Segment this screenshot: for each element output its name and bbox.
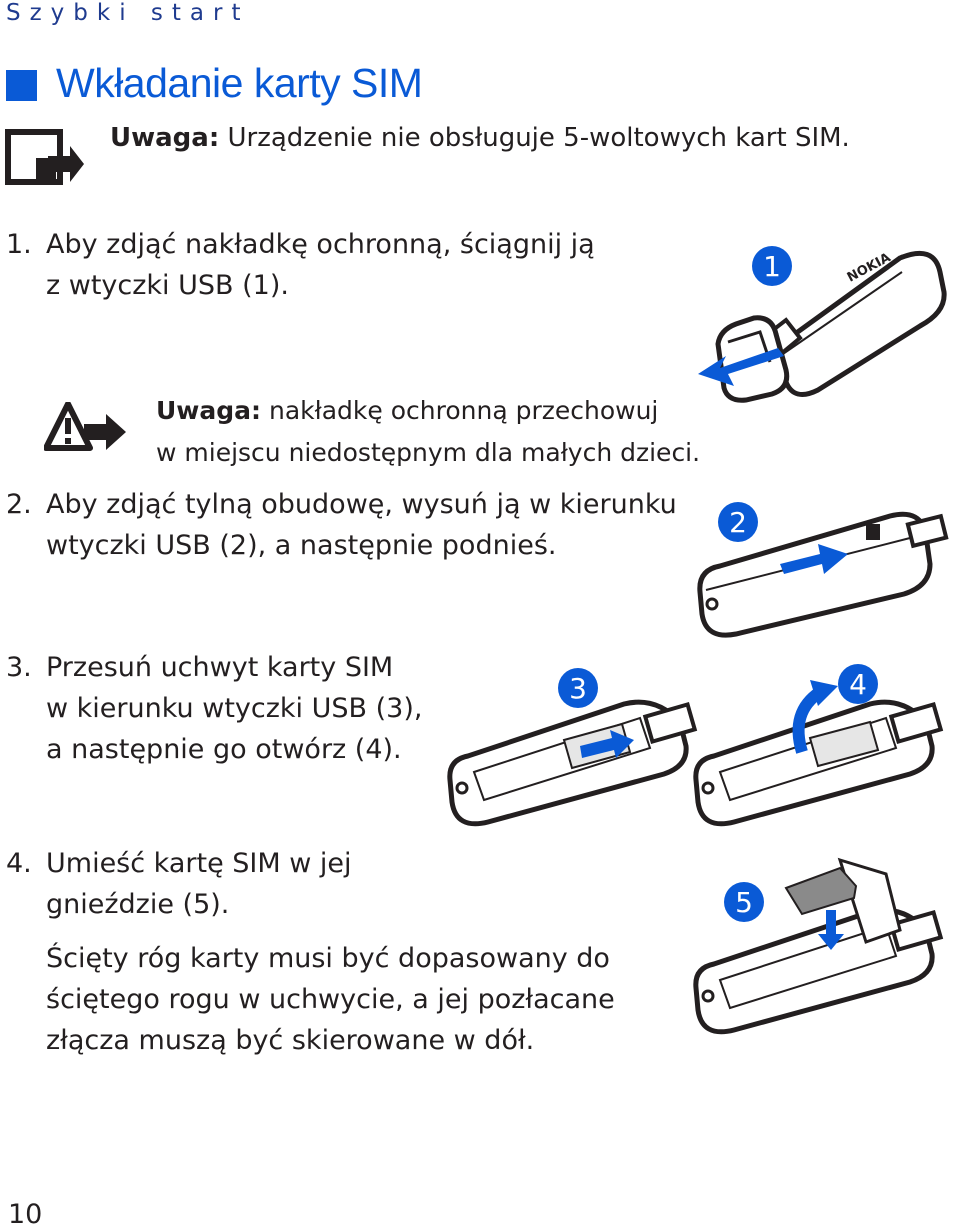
step-line: a następnie go otwórz (4). [46, 734, 402, 765]
step-line: Aby zdjąć tylną obudowę, wysuń ją w kier… [46, 489, 677, 520]
step-line: w kierunku wtyczki USB (3), [46, 693, 423, 724]
step-4-details: Ścięty róg karty musi być dopasowany do … [46, 938, 615, 1061]
badge-5-icon [724, 882, 764, 922]
warning-line: nakładkę ochronną przechowuj [261, 396, 659, 425]
step-number: 4. [6, 848, 32, 879]
step-line: Umieść kartę SIM w jej [46, 848, 352, 879]
badge-2-icon [718, 502, 758, 542]
note-icon [5, 129, 84, 185]
page-title: Wkładanie karty SIM [56, 60, 423, 106]
warning-label: Uwaga: [156, 396, 262, 425]
step-number: 1. [6, 229, 32, 260]
step-1: 1. Aby zdjąć nakładkę ochronną, ściągnij … [6, 224, 595, 306]
step-line: Aby zdjąć nakładkę ochronną, ściągnij ją [46, 229, 595, 260]
badge-1-label: 1 [763, 250, 781, 283]
step-line: gnieździe (5). [46, 889, 230, 920]
badge-3-label: 3 [569, 672, 587, 705]
detail-line: złącza muszą być skierowane w dół. [46, 1025, 535, 1056]
warning-note: Uwaga: nakładkę ochronną przechowuj w mi… [156, 390, 700, 474]
note-label: Uwaga: [110, 123, 220, 153]
section-header: Szybki start [6, 0, 250, 26]
badge-3-icon [558, 668, 598, 708]
detail-line: Ścięty róg karty musi być dopasowany do [46, 943, 610, 974]
badge-4-label: 4 [849, 668, 867, 701]
step-2: 2. Aby zdjąć tylną obudowę, wysuń ją w ki… [6, 484, 677, 566]
warning-icon [44, 402, 126, 451]
badge-1-icon [752, 246, 792, 286]
figure-2-slide-cover: 2 [697, 502, 949, 638]
title-square-icon [6, 70, 37, 101]
step-line: wtyczki USB (2), a następnie podnieś. [46, 530, 557, 561]
badge-2-label: 2 [729, 506, 747, 539]
detail-line: ściętego rogu w uchwycie, a jej pozłacan… [46, 984, 615, 1015]
step-number: 2. [6, 489, 32, 520]
figure-4-open-holder: 4 [693, 664, 944, 827]
note-1: Uwaga: Urządzenie nie obsługuje 5-woltow… [110, 118, 850, 159]
note-text: Urządzenie nie obsługuje 5-woltowych kar… [219, 123, 850, 153]
step-4: 4. Umieść kartę SIM w jej gnieździe (5). [6, 843, 352, 925]
step-line: z wtyczki USB (1). [46, 270, 289, 301]
warning-line: w miejscu niedostępnym dla małych dzieci… [156, 438, 701, 467]
figure-5-insert-sim: 5 [693, 857, 944, 1035]
badge-4-icon [838, 664, 878, 704]
figure-3-slide-holder: 3 [447, 668, 698, 827]
page-number: 10 [8, 1199, 43, 1230]
figure-1-remove-cap: 1 NOKIA [698, 246, 947, 403]
step-line: Przesuń uchwyt karty SIM [46, 652, 394, 683]
step-3: 3. Przesuń uchwyt karty SIM w kierunku wt… [6, 647, 422, 770]
step-number: 3. [6, 652, 32, 683]
badge-5-label: 5 [735, 886, 753, 919]
